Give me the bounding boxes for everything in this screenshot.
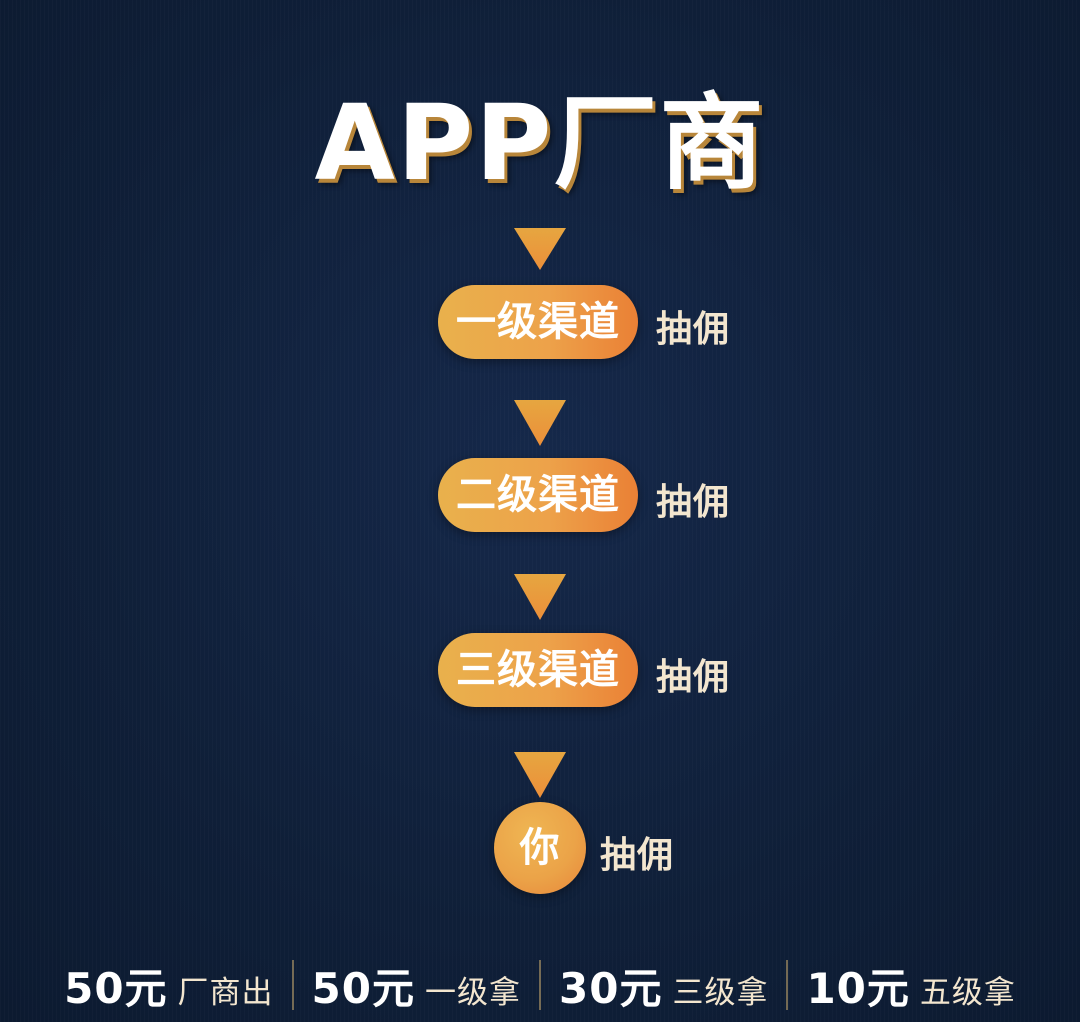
footer-caption: 三级拿 <box>672 974 769 1011</box>
node-level1-commission: 抽佣 <box>656 309 731 350</box>
footer-caption: 一级拿 <box>425 974 521 1011</box>
footer-amount: 50元 <box>311 963 415 1013</box>
node-you: 你 <box>494 802 586 894</box>
arrow-title-to-level1 <box>514 186 566 270</box>
footer-item-vendor: 50元 厂商出 <box>46 955 291 1016</box>
diagram-title: APP厂商 <box>314 82 766 204</box>
footer-amount: 30元 <box>559 963 663 1013</box>
footer-divider <box>539 960 541 1010</box>
footer-caption: 五级拿 <box>919 974 1016 1011</box>
footer-summary: 50元 厂商出 50元 一级拿 30元 三级拿 10元 五级拿 <box>0 955 1080 1015</box>
node-level1-channel: 一级渠道 <box>438 285 638 359</box>
footer-item-level5: 10元 五级拿 <box>788 955 1033 1016</box>
arrow-level2-to-level3 <box>514 532 566 620</box>
node-level3-channel: 三级渠道 <box>438 633 638 707</box>
footer-caption: 厂商出 <box>177 974 274 1011</box>
arrow-level1-to-level2 <box>514 358 566 446</box>
footer-amount: 50元 <box>64 963 168 1013</box>
footer-amount: 10元 <box>806 963 910 1013</box>
node-you-commission: 抽佣 <box>600 835 675 876</box>
node-level2-channel: 二级渠道 <box>438 458 638 532</box>
footer-item-level1: 50元 一级拿 <box>294 955 539 1016</box>
node-level3-commission: 抽佣 <box>656 657 731 698</box>
footer-item-level3: 30元 三级拿 <box>541 955 786 1016</box>
footer-divider <box>786 960 789 1010</box>
node-level2-commission: 抽佣 <box>656 482 731 523</box>
footer-divider <box>291 960 294 1010</box>
arrow-level3-to-you <box>514 708 566 798</box>
